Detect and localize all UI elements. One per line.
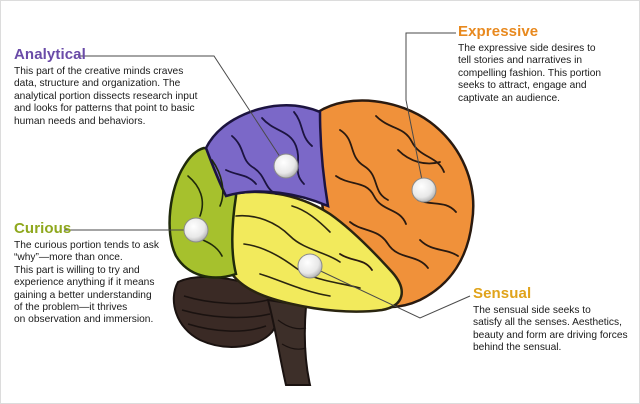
leader-line-expressive (405, 32, 456, 191)
callout-expressive-title: Expressive (458, 23, 539, 40)
marker-dot-analytical (273, 153, 299, 179)
marker-dot-sensual (297, 253, 323, 279)
callout-sensual: Sensual The sensual side seeks to satisf… (473, 285, 635, 355)
brain-stem (266, 298, 312, 386)
callout-analytical-title: Analytical (14, 46, 86, 63)
callout-analytical: Analytical This part of the creative min… (14, 46, 254, 128)
region-analytical (204, 104, 330, 209)
marker-dot-expressive (411, 177, 437, 203)
callout-expressive: Expressive The expressive side desires t… (458, 23, 634, 105)
callout-curious-text: The curious portion tends to ask “why”—m… (14, 240, 159, 326)
marker-dot-curious (183, 217, 209, 243)
callout-curious-title: Curious (14, 220, 72, 237)
callout-sensual-title: Sensual (473, 285, 532, 302)
callout-analytical-text: This part of the creative minds craves d… (14, 66, 198, 127)
leader-line-analytical (78, 55, 287, 167)
callout-expressive-text: The expressive side desires to tell stor… (458, 43, 602, 104)
leader-line-sensual (309, 265, 471, 319)
callout-sensual-text: The sensual side seeks to satisfy all th… (473, 305, 628, 354)
callout-curious: Curious The curious portion tends to ask… (14, 220, 194, 327)
